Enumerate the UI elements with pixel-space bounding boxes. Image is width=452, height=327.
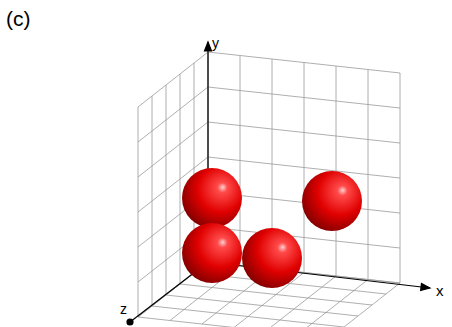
- axis-lines: [127, 42, 430, 325]
- grid-line: [138, 317, 330, 327]
- grid-line: [336, 66, 337, 276]
- axis-line: [208, 262, 430, 288]
- grid-line: [368, 70, 369, 280]
- grid-line: [166, 295, 358, 316]
- grid-line: [208, 122, 400, 143]
- sphere: [302, 171, 362, 231]
- spheres: [182, 168, 362, 288]
- sphere: [242, 228, 302, 288]
- grid-line: [138, 87, 208, 142]
- grid-line: [138, 52, 208, 107]
- grid-line: [138, 122, 208, 177]
- axis-dot: [127, 319, 133, 325]
- grid-line: [330, 283, 400, 327]
- grid-line: [208, 157, 400, 178]
- grid-line: [166, 85, 167, 295]
- sphere: [182, 223, 242, 283]
- sphere: [182, 168, 242, 228]
- grid-line: [152, 306, 344, 327]
- axis-label: x: [436, 283, 444, 298]
- grid-line: [138, 107, 139, 317]
- grid-line: [400, 73, 401, 283]
- panel-label: (c): [6, 8, 31, 29]
- axis-label: z: [120, 302, 127, 316]
- arrow-head: [205, 42, 212, 51]
- grid-line: [208, 52, 400, 73]
- arrow-head: [421, 283, 430, 290]
- grid-line: [152, 96, 153, 306]
- axis-label: y: [212, 36, 219, 50]
- grid-line: [208, 87, 400, 108]
- grid-line: [180, 74, 181, 284]
